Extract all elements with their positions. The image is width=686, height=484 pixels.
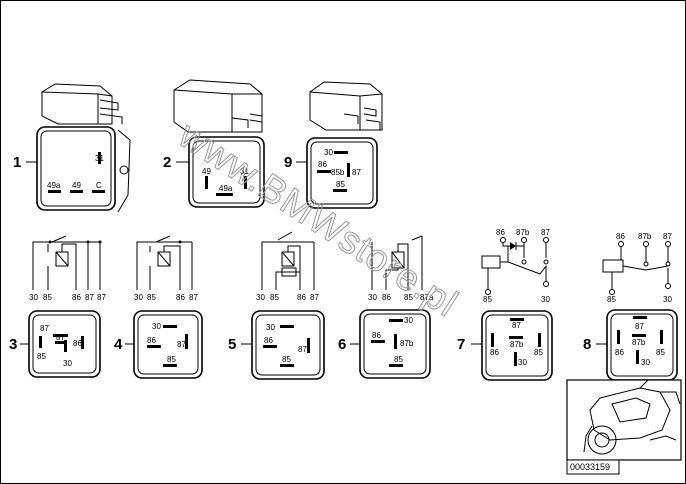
pin-label: 87: [635, 322, 644, 331]
item-number: 9: [284, 154, 292, 171]
schematic-label: 85: [147, 293, 156, 302]
schematic-label: 30: [256, 293, 265, 302]
pin-label: 85: [336, 180, 345, 189]
relay-face-4: 30 86 87 85: [133, 310, 203, 379]
pin-label: C: [96, 181, 102, 190]
pin-label: 86: [372, 331, 381, 340]
part-number: 00033159: [570, 462, 610, 472]
schematic-label: 30: [368, 293, 377, 302]
item-number: 6: [338, 336, 346, 353]
schematic-label: 30: [541, 295, 550, 304]
schematic-label: 85: [43, 293, 52, 302]
pin-label: 85: [656, 348, 665, 357]
relay-face-3: 87 87 85 86 30: [28, 310, 101, 378]
item-number: 2: [163, 154, 171, 171]
schematic-4: 30 86 85 87a: [368, 235, 434, 302]
item-number: 8: [583, 336, 591, 353]
pin-label: 85b: [331, 168, 345, 177]
pin-label: 30: [324, 148, 333, 157]
pin-label: 30: [404, 316, 413, 325]
schematic-label: 87a: [420, 293, 434, 302]
item-number: 4: [114, 336, 123, 353]
relay-face-2: 49 31 49a: [188, 136, 265, 208]
relay-9-body: [309, 81, 383, 131]
pin-label: 87b: [632, 338, 646, 347]
pin-label: 85: [394, 355, 403, 364]
schematic-label: 86: [382, 293, 391, 302]
relay-face-1: 31 49a 49 C: [36, 126, 116, 211]
relay-face-8: 87 86 87b 85 30: [606, 309, 678, 381]
pin-label: 49: [72, 181, 81, 190]
pin-label: 30: [266, 323, 275, 332]
pin-label: 30: [63, 359, 72, 368]
pin-label: 49a: [47, 181, 61, 190]
pin-label: 85: [167, 355, 176, 364]
schematic-label: 30: [134, 293, 143, 302]
pin-label: 87: [56, 333, 65, 342]
schematic-1: 30 85 86 87 87: [29, 235, 106, 302]
pin-label: 87: [512, 321, 521, 330]
schematic-label: 87: [85, 293, 94, 302]
pin-label: 31: [95, 154, 104, 163]
schematic-label: 86: [72, 293, 81, 302]
item-number: 3: [9, 336, 17, 353]
schematic-label: 87: [189, 293, 198, 302]
relay-2-body: [173, 79, 263, 133]
motorcycle-thumbnail: [566, 379, 682, 461]
pin-label: 30: [152, 322, 161, 331]
schematic-6: 86 87b 87 85 30: [602, 232, 672, 304]
pin-label: 85: [282, 355, 291, 364]
schematic-label: 87b: [638, 232, 652, 241]
schematic-label: 87: [97, 293, 106, 302]
item-number: 5: [228, 336, 236, 353]
pin-label: 86: [264, 336, 273, 345]
pin-label: 85: [534, 348, 543, 357]
pin-label: 87b: [510, 340, 524, 349]
part-number-box: [566, 459, 620, 475]
pin-label: 30: [518, 358, 527, 367]
relay-face-5: 30 86 87 85: [251, 310, 325, 380]
schematic-label: 86: [496, 228, 505, 237]
pin-label: 30: [641, 358, 650, 367]
schematic-label: 86: [176, 293, 185, 302]
schematic-label: 86: [616, 232, 625, 241]
item-number: 7: [457, 336, 465, 353]
pin-label: 86: [318, 160, 327, 169]
schematic-5: 86 87b 87 85 30: [481, 228, 550, 304]
pin-label: 31: [240, 167, 249, 176]
schematic-label: 85: [607, 295, 616, 304]
pin-label: 86: [615, 348, 624, 357]
relay-1-body: [41, 83, 131, 213]
schematic-label: 85: [483, 295, 492, 304]
pin-label: 87: [40, 324, 49, 333]
relay-face-6: 30 86 87b 85: [359, 309, 431, 379]
pin-label: 87: [352, 168, 361, 177]
item-number: 1: [13, 154, 21, 171]
schematic-label: 87: [663, 232, 672, 241]
schematic-label: 87: [541, 228, 550, 237]
pin-label: 87: [177, 340, 186, 349]
relay-face-7: 87 86 87b 85 30: [481, 310, 553, 381]
pin-label: 87b: [400, 339, 414, 348]
pin-label: 85: [37, 352, 46, 361]
schematic-label: 30: [663, 295, 672, 304]
schematic-2: 30 85 86 87: [134, 235, 198, 302]
schematic-label: 87b: [516, 228, 530, 237]
pin-label: 49a: [219, 184, 233, 193]
relay-face-9: 30 86 85b 87 85: [306, 137, 378, 209]
schematic-label: 30: [29, 293, 38, 302]
pin-label: 86: [147, 336, 156, 345]
pin-label: 86: [490, 348, 499, 357]
pin-label: 86: [73, 339, 82, 348]
schematic-label: 86: [297, 293, 306, 302]
pin-label: 87: [298, 345, 307, 354]
schematic-3: 30 85 86 87: [256, 231, 319, 302]
pin-label: 49: [202, 167, 211, 176]
schematic-label: 87: [310, 293, 319, 302]
schematic-label: 85: [270, 293, 279, 302]
schematic-label: 85: [404, 293, 413, 302]
